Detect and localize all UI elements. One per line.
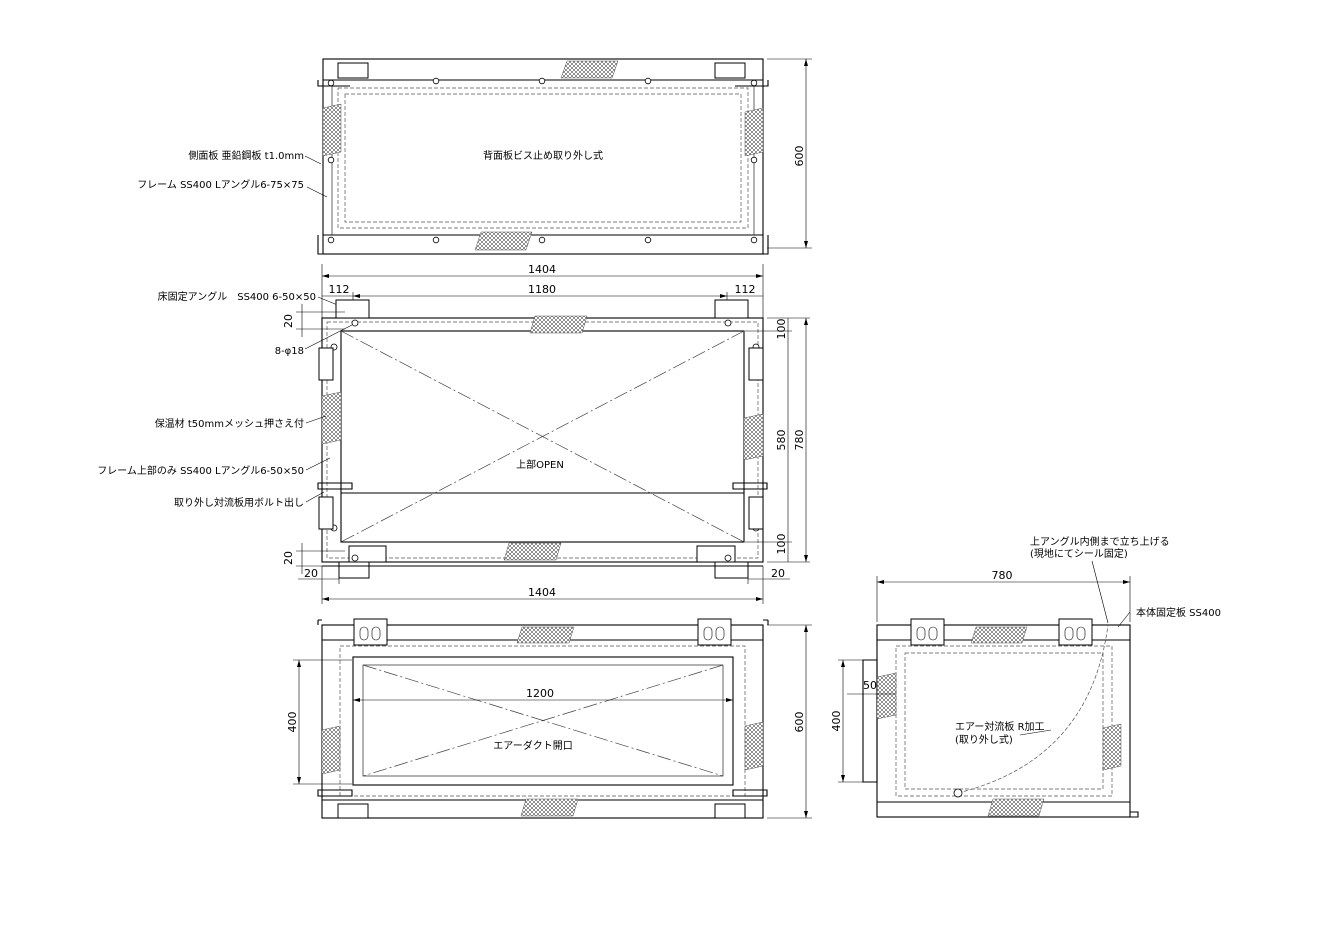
insulation-mesh <box>321 725 341 775</box>
dim-580: 580 <box>775 430 788 451</box>
insulation-mesh <box>744 107 764 157</box>
dim-20-a: 20 <box>282 314 295 328</box>
air-baffle-curve <box>957 624 1109 794</box>
dim-1200: 1200 <box>526 687 554 700</box>
floor-angle-tab <box>338 561 370 579</box>
insulation-mesh <box>520 798 579 817</box>
side-panel-label: 側面板 亜鉛鋼板 t1.0mm <box>188 149 304 162</box>
baffle-label-1: エアー対流板 R加工 <box>955 720 1045 733</box>
dim-112-right: 112 <box>735 283 756 296</box>
baffle-label-2: (取り外し式) <box>955 733 1013 746</box>
corner-pad <box>337 62 369 79</box>
dim-1180: 1180 <box>528 283 556 296</box>
dim-100-b: 100 <box>775 534 788 555</box>
body-plate-label: 本体固定板 SS400 <box>1136 606 1221 619</box>
insulation-mesh <box>987 798 1045 817</box>
dim-20-b: 20 <box>282 551 295 565</box>
dim-1404-top: 1404 <box>528 263 556 276</box>
dim-20-right: 20 <box>771 567 785 580</box>
rear-panel-label: 背面板ビス止め取り外し式 <box>483 149 603 162</box>
bolt-label: 取り外し対流板用ボルト出し <box>174 496 304 509</box>
insulation-label: 保温材 t50mmメッシュ押さえ付 <box>155 417 304 430</box>
corner-pad <box>714 62 746 79</box>
dim-400-front: 400 <box>286 712 299 733</box>
floor-angle-label: 床固定アングル SS400 6-50×50 <box>158 290 316 303</box>
insulation-mesh <box>1102 723 1122 771</box>
insulation-mesh <box>970 626 1028 644</box>
dim-50: 50 <box>863 679 877 692</box>
duct-opening-label: エアーダクト開口 <box>493 739 572 752</box>
insulation-mesh <box>322 103 342 157</box>
up-angle-note-1: 上アングル内側まで立ち上げる <box>1030 535 1170 548</box>
top-open-label: 上部OPEN <box>516 458 564 471</box>
rear-panel-screws <box>327 77 758 244</box>
insulation-mesh <box>321 391 342 445</box>
insulation-mesh <box>529 315 588 334</box>
dim-780-v: 780 <box>793 430 806 451</box>
dim-20-left: 20 <box>304 567 318 580</box>
plan-view: 1404 1180 112 112 床固定アングル SS400 6-50×50 … <box>97 263 810 604</box>
dim-600-top: 600 <box>793 146 806 167</box>
up-angle-note-2: (現地にてシール固定) <box>1030 547 1128 560</box>
anchor-holes <box>330 319 760 562</box>
dim-112-left: 112 <box>329 283 350 296</box>
dim-1404-bottom: 1404 <box>528 586 556 599</box>
holes-label: 8-φ18 <box>275 346 304 357</box>
insulation-mesh <box>516 626 575 644</box>
dim-780-side: 780 <box>992 569 1013 582</box>
insulation-mesh <box>560 60 619 79</box>
side-view: エアー対流板 R加工 (取り外し式) 上アングル内側まで立ち上げる (現地にてシ… <box>830 535 1221 818</box>
top-view: 背面板ビス止め取り外し式 側面板 亜鉛鋼板 t1.0mm フレーム SS400 … <box>137 58 812 255</box>
baffle-pivot <box>953 788 963 798</box>
dim-100-a: 100 <box>775 319 788 340</box>
dim-600-front: 600 <box>793 712 806 733</box>
insulation-mesh <box>503 542 562 561</box>
insulation-mesh <box>876 672 897 720</box>
front-view: 1200 エアーダクト開口 400 600 <box>286 618 812 819</box>
frame-top-label: フレーム上部のみ SS400 Lアングル6-50×50 <box>97 464 304 477</box>
insulation-mesh <box>744 721 764 771</box>
insulation-mesh <box>743 413 764 461</box>
dim-400-side: 400 <box>830 711 843 732</box>
floor-angle-tab <box>714 561 749 579</box>
insulation-mesh <box>474 231 533 251</box>
floor-angle-tab <box>335 299 370 319</box>
frame-label: フレーム SS400 Lアングル6-75×75 <box>137 178 304 191</box>
floor-angle-tab <box>714 299 749 319</box>
